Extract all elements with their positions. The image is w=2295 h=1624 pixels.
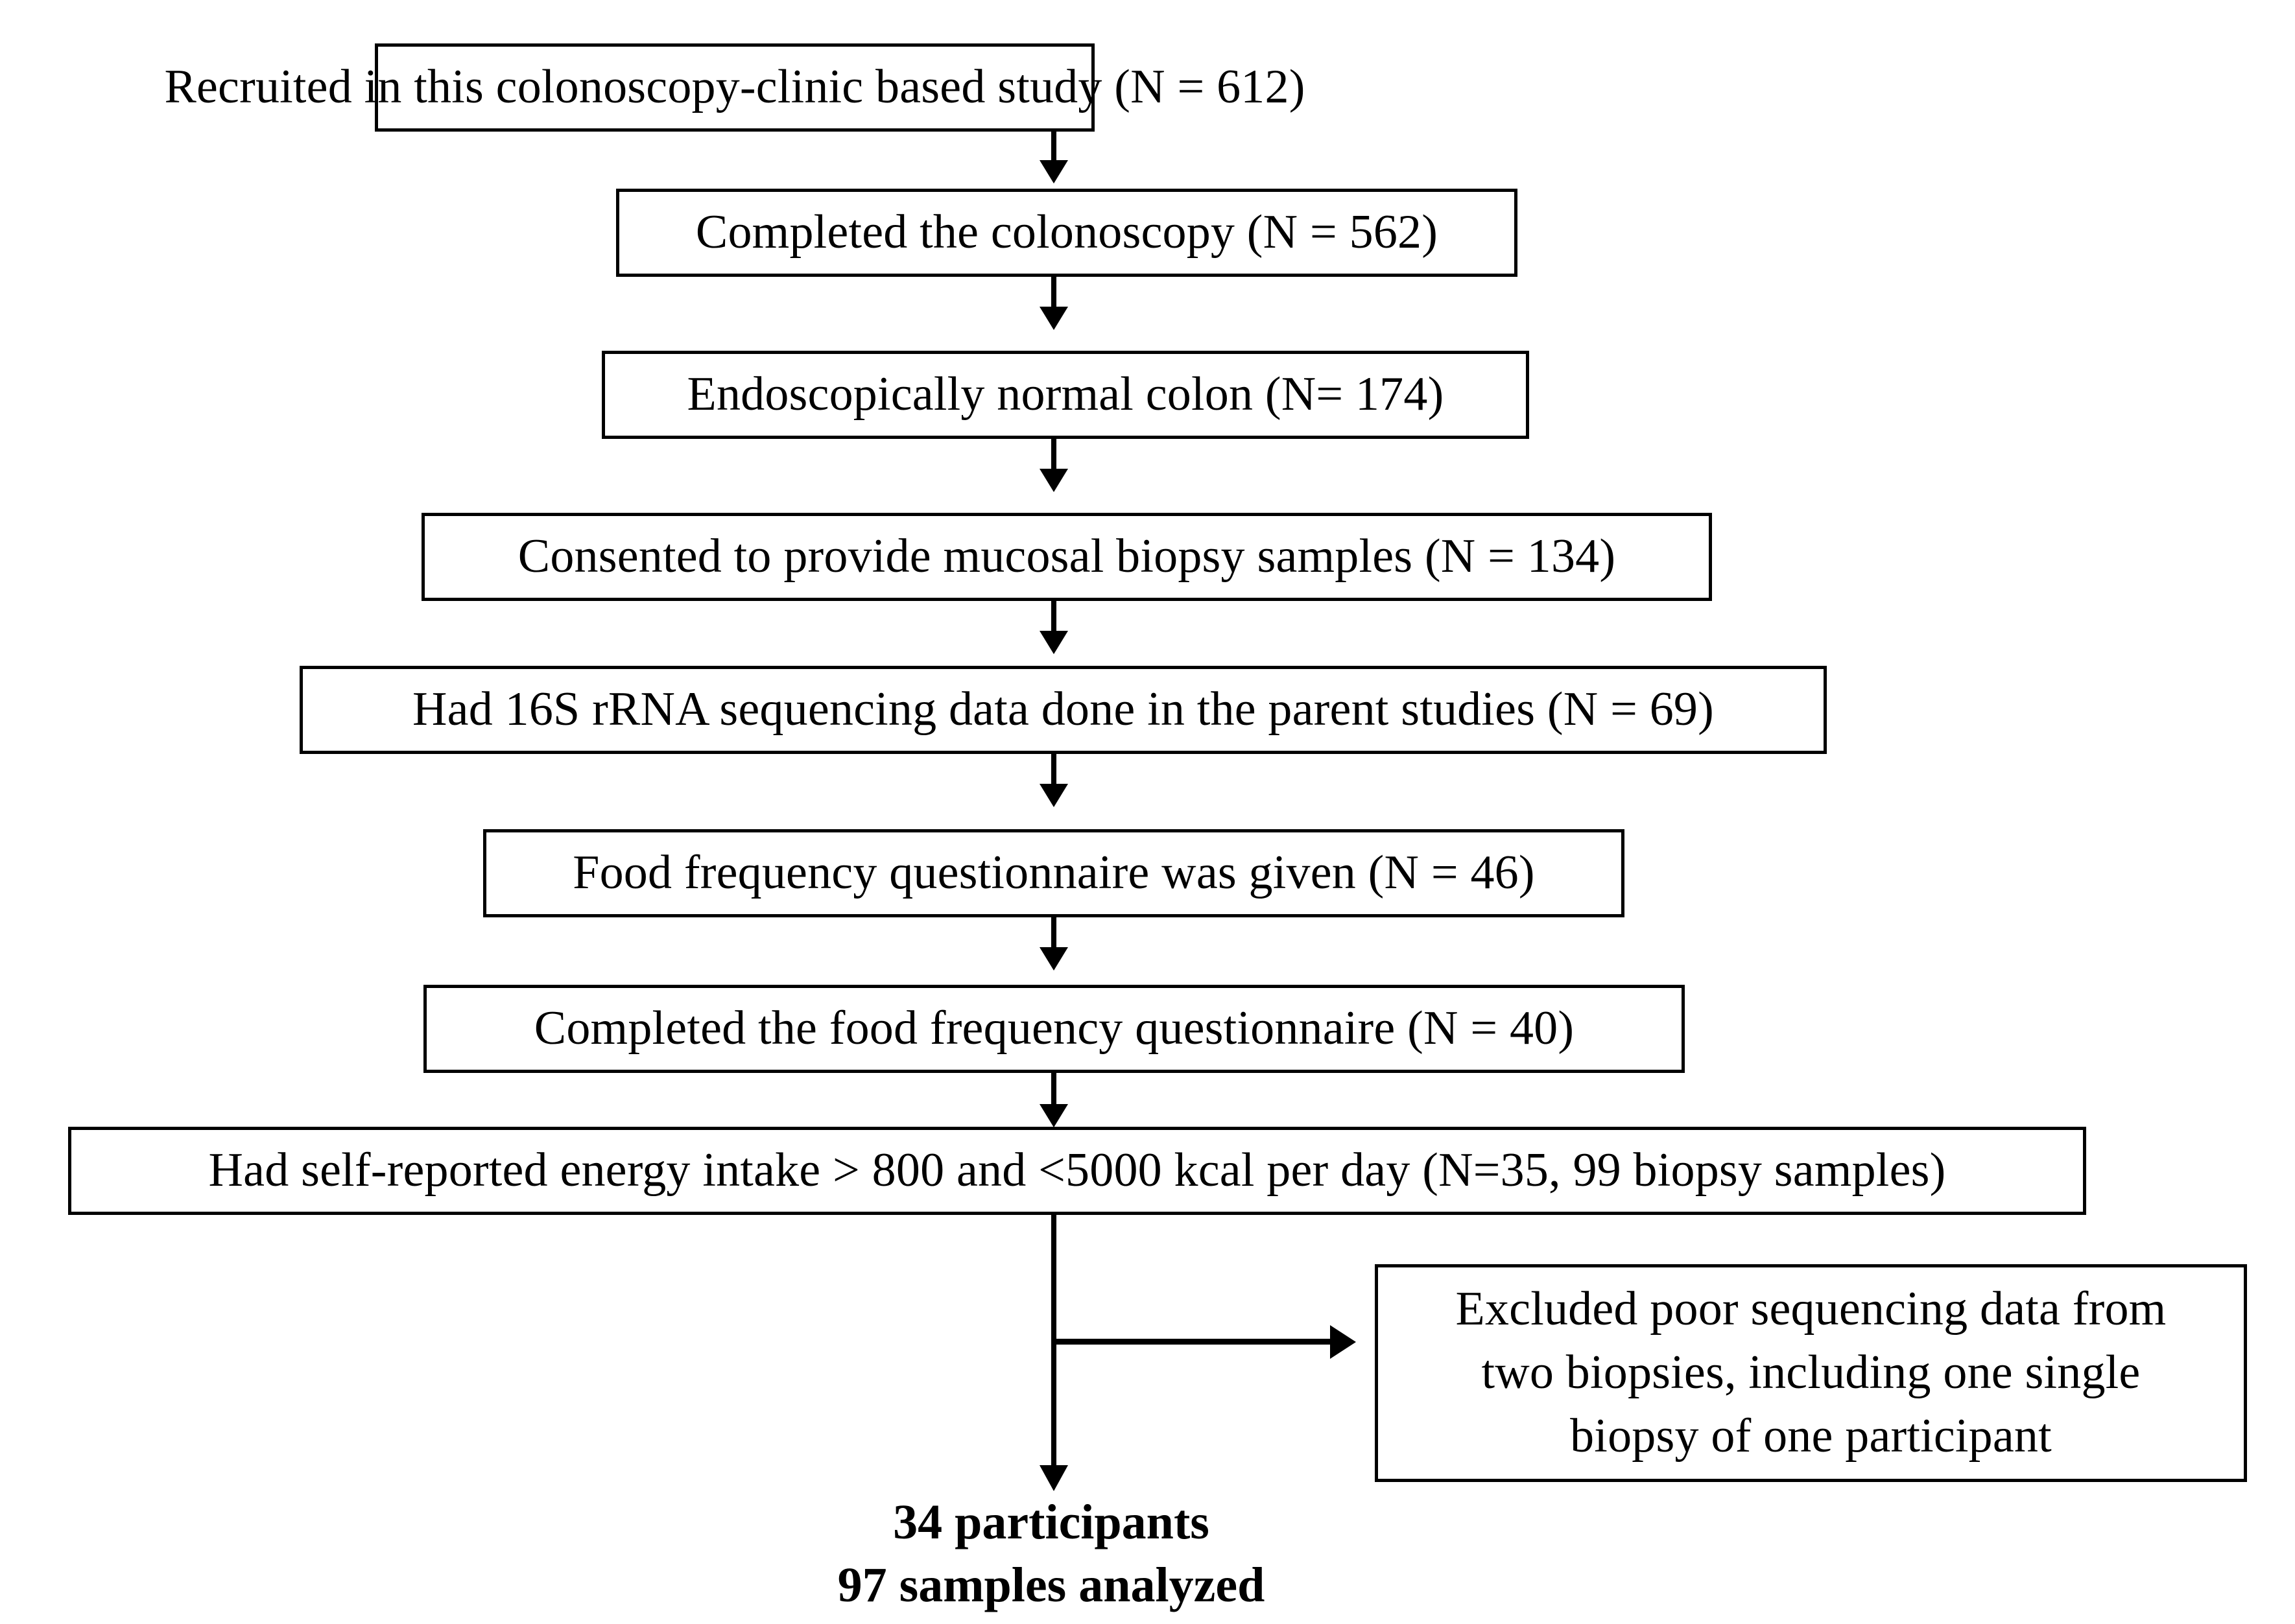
flow-node-consented-biopsy: Consented to provide mucosal biopsy samp… xyxy=(422,513,1712,601)
arrow-shaft xyxy=(1051,754,1056,786)
arrow-head-down-icon xyxy=(1040,469,1068,492)
arrow-shaft xyxy=(1051,917,1056,950)
flow-node-excluded-line-2: two biopsies, including one single xyxy=(1481,1346,2141,1400)
arrow-shaft xyxy=(1051,132,1056,163)
final-summary-participants: 34 participants xyxy=(893,1495,1209,1549)
arrow-head-down-icon xyxy=(1040,307,1068,330)
arrow-head-down-icon xyxy=(1040,631,1068,654)
arrow-head-down-icon xyxy=(1040,160,1068,183)
flow-node-normal-colon-label: Endoscopically normal colon (N= 174) xyxy=(687,368,1444,421)
branch-arm-horizontal xyxy=(1051,1339,1330,1345)
flow-node-energy-intake: Had self-reported energy intake > 800 an… xyxy=(68,1127,2086,1215)
flow-node-sequencing-data-label: Had 16S rRNA sequencing data done in the… xyxy=(412,683,1714,736)
flow-node-energy-intake-label: Had self-reported energy intake > 800 an… xyxy=(208,1144,1946,1197)
flow-node-ffq-given: Food frequency questionnaire was given (… xyxy=(483,829,1624,917)
arrow-head-down-icon xyxy=(1040,1104,1068,1127)
arrow-shaft xyxy=(1051,1073,1056,1107)
flow-node-completed-colonoscopy-label: Completed the colonoscopy (N = 562) xyxy=(695,206,1438,259)
flow-node-sequencing-data: Had 16S rRNA sequencing data done in the… xyxy=(300,666,1827,754)
flow-node-ffq-given-label: Food frequency questionnaire was given (… xyxy=(573,846,1535,900)
flow-node-ffq-completed-label: Completed the food frequency questionnai… xyxy=(534,1002,1575,1055)
flow-node-completed-colonoscopy-box: Completed the colonoscopy (N = 562) xyxy=(616,189,1517,277)
arrow-head-down-icon xyxy=(1040,947,1068,971)
flow-node-recruited-label: Recruited in this colonoscopy-clinic bas… xyxy=(164,60,1305,114)
branch-arrow-head-right-icon xyxy=(1330,1325,1356,1359)
flow-node-excluded-text-wrapper: Excluded poor sequencing data from two b… xyxy=(1430,1278,2193,1468)
arrow-head-down-icon xyxy=(1040,784,1068,807)
flow-node-excluded-line-3: biopsy of one participant xyxy=(1570,1409,2052,1463)
final-summary-samples: 97 samples analyzed xyxy=(837,1558,1265,1613)
arrow-shaft xyxy=(1051,277,1056,309)
flow-node-normal-colon: Endoscopically normal colon (N= 174) xyxy=(602,351,1529,439)
flow-node-excluded-poor-sequencing: Excluded poor sequencing data from two b… xyxy=(1375,1264,2247,1482)
branch-arrow-head-down-icon xyxy=(1040,1465,1068,1491)
flow-node-excluded-line-1: Excluded poor sequencing data from xyxy=(1455,1282,2167,1336)
flow-node-recruited: Recruited in this colonoscopy-clinic bas… xyxy=(164,43,1305,132)
arrow-shaft xyxy=(1051,601,1056,633)
final-summary: 34 participants 97 samples analyzed xyxy=(727,1491,1375,1618)
flow-node-consented-biopsy-label: Consented to provide mucosal biopsy samp… xyxy=(517,530,1616,583)
arrow-shaft xyxy=(1051,439,1056,471)
flow-node-ffq-completed: Completed the food frequency questionnai… xyxy=(423,985,1685,1073)
